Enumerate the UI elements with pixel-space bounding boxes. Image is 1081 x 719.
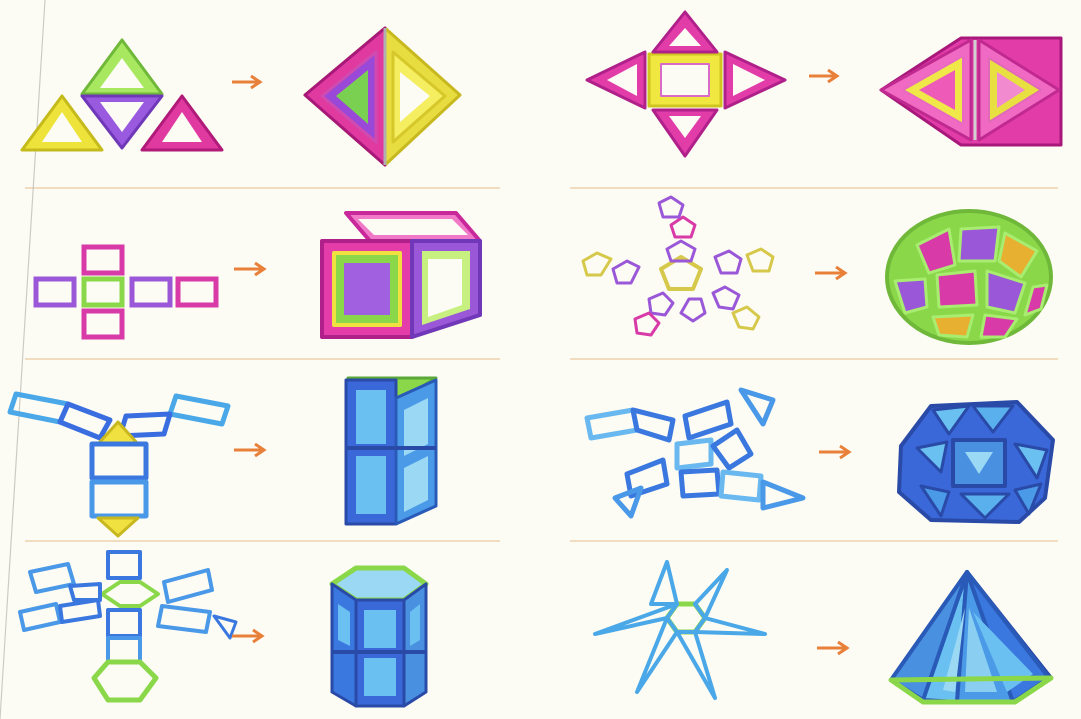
panel-hexagonal-pyramid bbox=[541, 542, 1081, 719]
hexagram-net bbox=[595, 562, 765, 698]
icosidodecahedron-shape bbox=[887, 211, 1051, 343]
tetrahedron-shape bbox=[305, 28, 460, 165]
panel-tetrahedron bbox=[0, 0, 540, 185]
diamond-net bbox=[587, 12, 785, 156]
panel-icosidodecahedron bbox=[541, 189, 1081, 359]
hexagonal-prism-shape bbox=[332, 568, 426, 706]
arrow-icon bbox=[817, 642, 847, 654]
prism-net bbox=[10, 394, 228, 536]
panel-triangular-prism bbox=[0, 360, 540, 542]
arrow-icon bbox=[809, 70, 837, 82]
panel-hexagonal-prism bbox=[0, 542, 540, 719]
panel-cuboctahedron bbox=[541, 360, 1081, 542]
arrow-icon bbox=[234, 444, 264, 456]
pinwheel-net bbox=[587, 390, 803, 516]
triangle-net bbox=[22, 40, 222, 150]
cuboctahedron-shape bbox=[899, 402, 1053, 522]
arrow-icon bbox=[234, 263, 264, 275]
panel-octahedron bbox=[541, 0, 1081, 185]
cube-shape bbox=[322, 213, 480, 337]
triangular-prism-shape bbox=[346, 378, 436, 524]
hexagon-flower-net bbox=[20, 552, 236, 700]
arrow-icon bbox=[232, 76, 260, 88]
arrow-icon bbox=[815, 267, 845, 279]
cross-net bbox=[36, 247, 216, 337]
pentagon-star-net bbox=[583, 197, 773, 335]
panel-cube bbox=[0, 189, 540, 359]
octahedron-shape bbox=[881, 38, 1061, 145]
arrow-icon bbox=[232, 630, 262, 642]
hexagonal-pyramid-shape bbox=[891, 572, 1051, 702]
arrow-icon bbox=[819, 446, 849, 458]
